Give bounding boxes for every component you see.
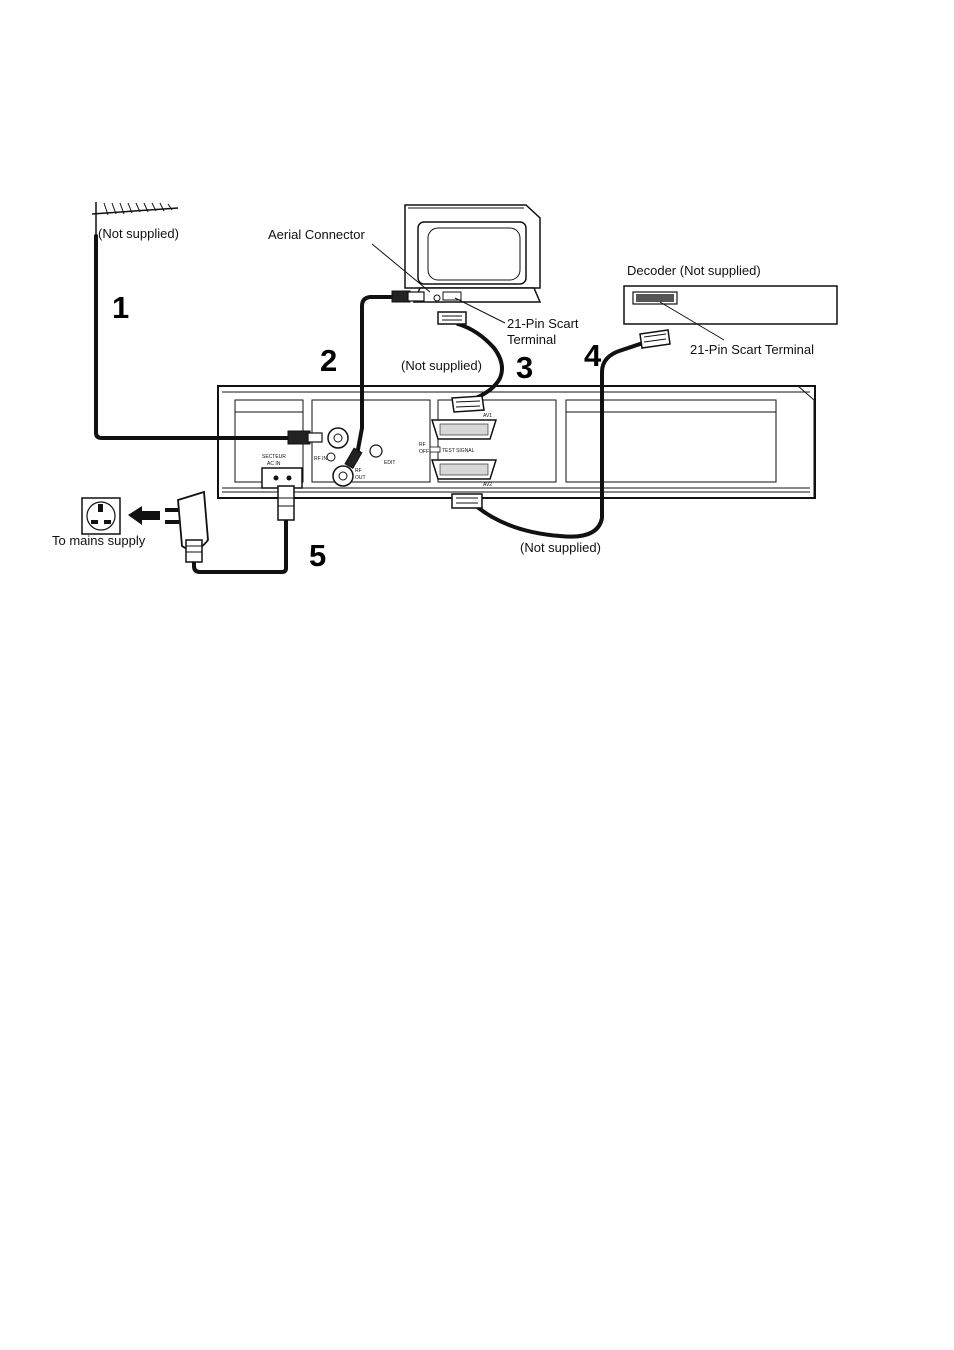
- decoder-label: Decoder (Not supplied): [627, 263, 761, 278]
- scart-cable-tv-not-supplied-label: (Not supplied): [401, 358, 482, 373]
- wall-socket-icon: [82, 498, 120, 534]
- tv-scart-label-line1: 21-Pin Scart: [507, 316, 579, 331]
- rf-in-label: RF IN: [314, 456, 327, 462]
- rf-in-socket: [328, 428, 348, 448]
- rf-plug-into-tv: [392, 291, 424, 302]
- ac-in-label-line1: SECTEUR: [262, 454, 286, 460]
- aerial-plug-into-vcr: [288, 431, 322, 444]
- av1-label: AV1: [483, 413, 492, 419]
- av2-scart-socket: [432, 460, 496, 479]
- step-5-number: 5: [309, 538, 326, 573]
- step-3-number: 3: [516, 350, 533, 385]
- ac-in-label-line2: AC IN: [267, 461, 281, 467]
- step-1-number: 1: [112, 290, 129, 325]
- test-signal-label: TEST SIGNAL: [442, 448, 475, 454]
- aerial-connector-label: Aerial Connector: [268, 227, 365, 242]
- edit-socket: [370, 445, 382, 457]
- test-signal-switch: [430, 447, 440, 452]
- decoder-box: [624, 286, 837, 324]
- rf-out-label-line2: OUT: [355, 475, 366, 481]
- av2-label: AV2: [483, 482, 492, 488]
- ac-in-socket: [262, 468, 302, 488]
- mains-supply-label: To mains supply: [52, 533, 146, 548]
- arrow-left-icon: [128, 506, 160, 525]
- ac-power-plug-into-vcr: [278, 486, 294, 520]
- rf-out-socket: [333, 466, 353, 486]
- scart-plug-vcr-av2: [452, 494, 482, 508]
- tv-scart-label-line2: Terminal: [507, 332, 556, 347]
- scart-plug-vcr-av1: [452, 396, 484, 412]
- scart-plug-decoder-end: [640, 330, 670, 348]
- scart-plug-tv-end: [438, 312, 466, 324]
- rf-off-label-line1: RF: [419, 442, 426, 448]
- rf-out-label-line1: RF: [355, 468, 362, 474]
- step-4-number: 4: [584, 338, 602, 373]
- step-2-number: 2: [320, 343, 337, 378]
- decoder-scart-label: 21-Pin Scart Terminal: [690, 342, 814, 357]
- av1-scart-socket: [432, 420, 496, 439]
- aerial-not-supplied-label: (Not supplied): [98, 226, 179, 241]
- rf-off-label-line2: OFF: [419, 449, 429, 455]
- edit-label: EDIT: [384, 460, 395, 466]
- scart-cable-decoder-not-supplied-label: (Not supplied): [520, 540, 601, 555]
- mains-plug-icon: [165, 492, 208, 562]
